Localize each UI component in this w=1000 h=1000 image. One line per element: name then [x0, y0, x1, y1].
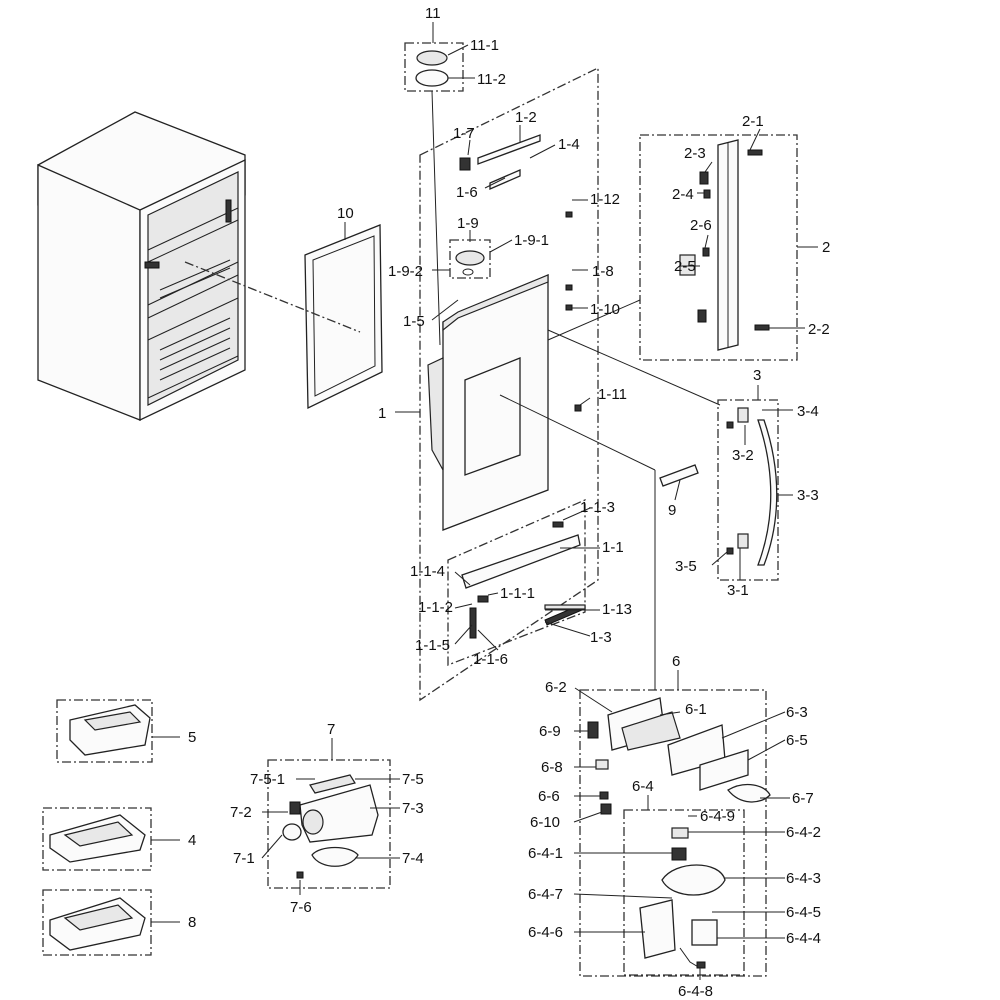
bin-5 — [69, 704, 151, 756]
leader-lines — [151, 22, 818, 980]
callout-3-5: 3-5 — [675, 558, 697, 575]
callout-1-6: 1-6 — [456, 184, 478, 201]
callout-6-1: 6-1 — [685, 701, 707, 718]
callout-1-2: 1-2 — [515, 109, 537, 126]
callout-7-1: 7-1 — [233, 850, 255, 867]
callout-11-1: 11-1 — [470, 37, 499, 54]
dispenser-6 — [587, 697, 771, 969]
hinge-parts — [449, 134, 582, 412]
callout-2-1: 2-1 — [742, 113, 764, 130]
callout-2-4: 2-4 — [672, 186, 694, 203]
callout-6-8: 6-8 — [541, 759, 563, 776]
callout-3-1: 3-1 — [727, 582, 749, 599]
callout-1-8: 1-8 — [592, 263, 614, 280]
callout-6-3: 6-3 — [786, 704, 808, 721]
callout-6-4-3: 6-4-3 — [786, 870, 821, 887]
callout-6-4-1: 6-4-1 — [528, 845, 563, 862]
callout-2: 2 — [822, 239, 830, 256]
callout-6-5: 6-5 — [786, 732, 808, 749]
callout-1-1: 1-1 — [602, 539, 624, 556]
callout-9: 9 — [668, 502, 676, 519]
refrigerator-cabinet — [37, 111, 246, 422]
callout-6-4-5: 6-4-5 — [786, 904, 821, 921]
callout-6-10: 6-10 — [530, 814, 560, 831]
callout-11-2: 11-2 — [477, 71, 506, 88]
callout-7-5-1: 7-5-1 — [250, 771, 285, 788]
callout-1-1-1: 1-1-1 — [500, 585, 535, 602]
callout-6-4-4: 6-4-4 — [786, 930, 821, 947]
callout-6-4-2: 6-4-2 — [786, 824, 821, 841]
callout-7-5: 7-5 — [402, 771, 424, 788]
group-4-box — [42, 807, 152, 871]
callout-1-1-5: 1-1-5 — [415, 637, 450, 654]
callout-1-1-3: 1-1-3 — [580, 499, 615, 516]
group-2-box — [639, 134, 798, 361]
callout-7-3: 7-3 — [402, 800, 424, 817]
callout-4: 4 — [188, 832, 196, 849]
callout-1-10: 1-10 — [590, 301, 620, 318]
cap-11-2 — [415, 69, 449, 87]
callout-8: 8 — [188, 914, 196, 931]
callout-11: 11 — [425, 5, 441, 22]
callout-6-9: 6-9 — [539, 723, 561, 740]
callout-3-2: 3-2 — [732, 447, 754, 464]
group-6-4-box — [623, 809, 745, 976]
callout-1-5: 1-5 — [403, 313, 425, 330]
callout-10: 10 — [337, 205, 354, 222]
callout-2-3: 2-3 — [684, 145, 706, 162]
part-9 — [659, 464, 699, 487]
callout-1-7: 1-7 — [453, 125, 475, 142]
freezer-door-part — [427, 273, 549, 531]
callout-1-11: 1-11 — [598, 386, 627, 403]
callout-7-6: 7-6 — [290, 899, 312, 916]
callout-1-1-4: 1-1-4 — [410, 563, 445, 580]
callout-1-9: 1-9 — [457, 215, 479, 232]
callout-6-4-7: 6-4-7 — [528, 886, 563, 903]
callout-1: 1 — [378, 405, 386, 422]
callout-1-12: 1-12 — [590, 191, 620, 208]
callout-2-6: 2-6 — [690, 217, 712, 234]
callout-6-4-9: 6-4-9 — [700, 808, 735, 825]
callout-6-4-8: 6-4-8 — [678, 983, 713, 1000]
lower-hinge-parts — [447, 499, 586, 666]
group-11-box — [404, 42, 464, 92]
bin-4 — [49, 814, 146, 863]
callout-1-1-2: 1-1-2 — [418, 599, 453, 616]
cap-11-1 — [416, 50, 448, 66]
callout-6: 6 — [672, 653, 680, 670]
callout-3: 3 — [753, 367, 761, 384]
callout-1-4: 1-4 — [558, 136, 580, 153]
handle-part-3 — [726, 407, 778, 566]
callout-2-5: 2-5 — [674, 258, 696, 275]
callout-1-13: 1-13 — [602, 601, 632, 618]
callout-6-6: 6-6 — [538, 788, 560, 805]
callout-7-4: 7-4 — [402, 850, 424, 867]
group-5-box — [56, 699, 153, 763]
group-7-box — [267, 759, 391, 889]
group-6-box — [579, 689, 767, 977]
callout-6-7: 6-7 — [792, 790, 814, 807]
callout-1-9-1: 1-9-1 — [514, 232, 549, 249]
callout-6-4-6: 6-4-6 — [528, 924, 563, 941]
callout-7-2: 7-2 — [230, 804, 252, 821]
callout-labels: 11 11-1 11-2 10 1 1-2 1-4 1-6 1-7 1-12 1… — [188, 5, 830, 1000]
ice-maker-7 — [282, 774, 379, 879]
callout-6-4: 6-4 — [632, 778, 654, 795]
callout-6-2: 6-2 — [545, 679, 567, 696]
door-gasket-part — [304, 224, 383, 410]
callout-2-2: 2-2 — [808, 321, 830, 338]
callout-3-3: 3-3 — [797, 487, 819, 504]
group-1-box — [419, 66, 599, 702]
callout-1-3: 1-3 — [590, 629, 612, 646]
callout-7: 7 — [327, 721, 335, 738]
callout-1-9-2: 1-9-2 — [388, 263, 423, 280]
callout-3-4: 3-4 — [797, 403, 819, 420]
callout-5: 5 — [188, 729, 196, 746]
callout-1-1-6: 1-1-6 — [473, 651, 508, 668]
handle-part-2 — [679, 139, 770, 351]
bin-8 — [49, 897, 146, 951]
